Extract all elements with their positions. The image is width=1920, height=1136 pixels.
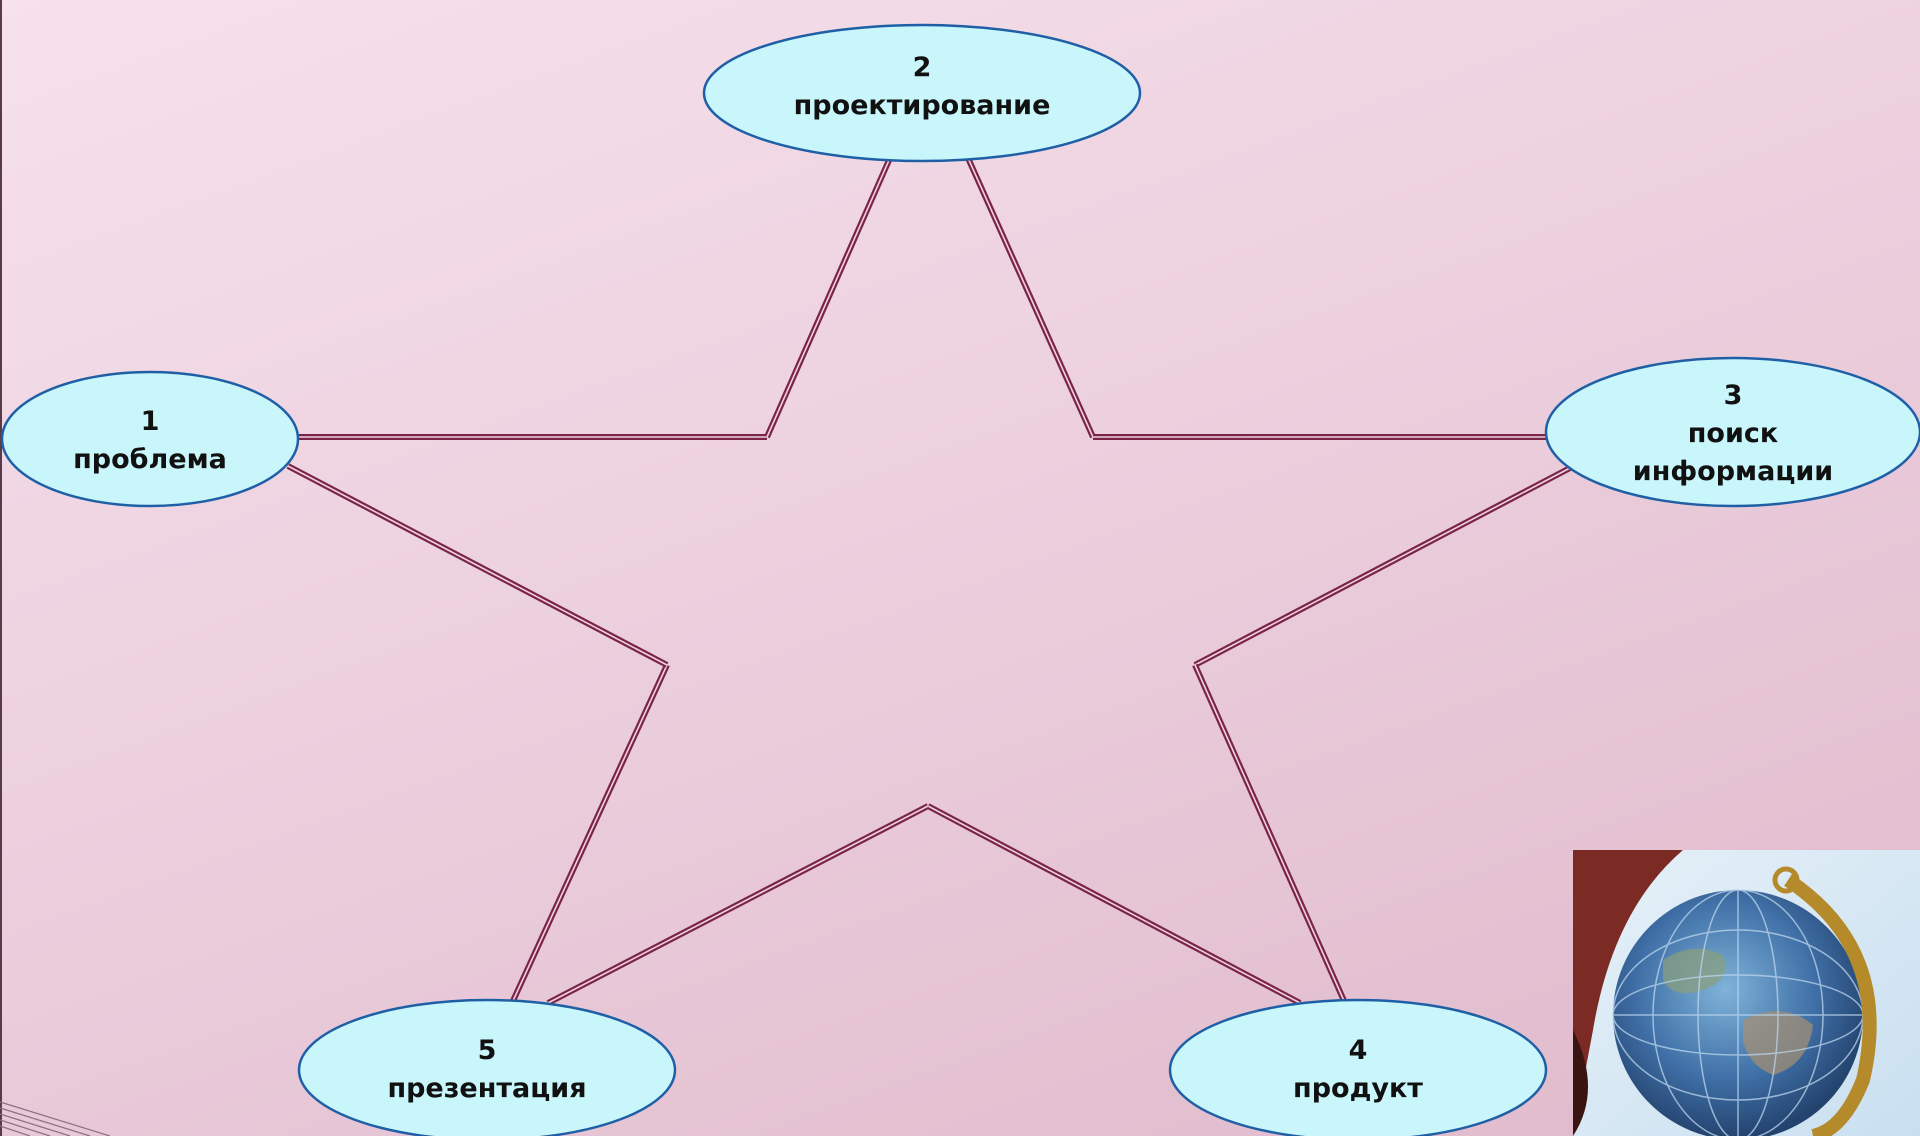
node-1-label: 1 проблема	[73, 403, 227, 479]
node-3-label: 3 поиск информации	[1633, 377, 1833, 491]
node-2-shape	[702, 23, 1142, 163]
node-2-label: 2 проектирование	[794, 49, 1051, 125]
nodes	[0, 23, 1920, 1136]
corner-hatch-decoration	[0, 1101, 110, 1136]
node-2-text: проектирование	[793, 90, 1051, 121]
slide-left-border	[0, 0, 2, 1136]
node-3-text-line1: поиск	[1687, 418, 1779, 449]
node-4-number: 4	[1348, 1035, 1368, 1066]
node-2-number: 2	[912, 52, 932, 83]
node-5-label: 5 презентация	[387, 1032, 586, 1108]
globe-image	[1573, 850, 1920, 1136]
node-1-number: 1	[140, 406, 160, 437]
node-3-number: 3	[1723, 380, 1743, 411]
node-1-shape	[0, 370, 300, 508]
node-4-text: продукт	[1293, 1073, 1423, 1104]
node-3-text-line2: информации	[1632, 456, 1834, 487]
node-3-shape	[1544, 356, 1920, 508]
star-edges	[286, 156, 1572, 1006]
node-5-shape	[297, 998, 677, 1136]
node-5-text: презентация	[387, 1073, 587, 1104]
node-5-number: 5	[477, 1035, 497, 1066]
node-4-shape	[1168, 998, 1548, 1136]
globe-icon	[1573, 850, 1920, 1136]
node-1-text: проблема	[73, 444, 227, 475]
node-4-label: 4 продукт	[1293, 1032, 1423, 1108]
